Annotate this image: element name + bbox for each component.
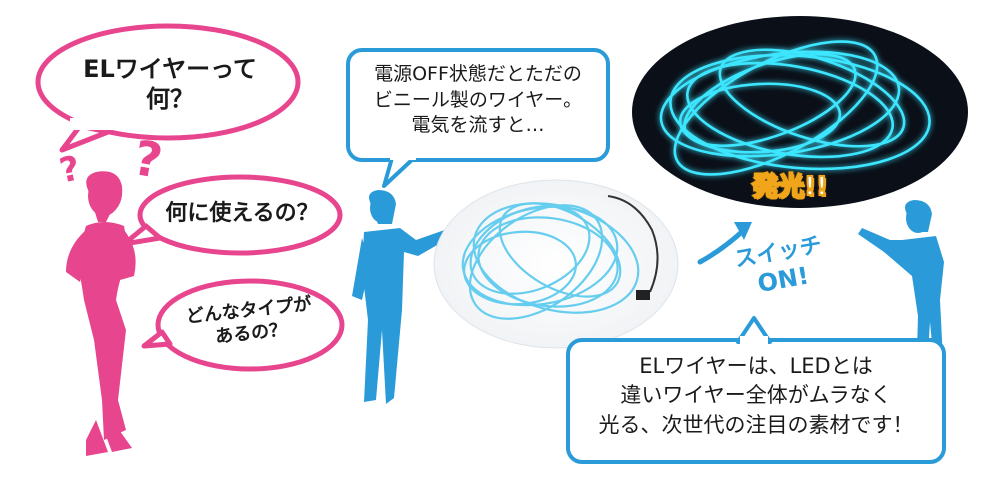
pink-bubble-1-line1: ELワイヤーって — [83, 55, 257, 83]
blue-bubble-info-line1: ELワイヤーは、LEDとは — [639, 354, 873, 378]
blue-bubble-off-line2: ビニール製のワイヤー。 — [373, 88, 583, 111]
wire-glowing-image — [632, 16, 968, 208]
pink-bubble-3 — [141, 278, 345, 372]
blue-bubble-off-line3: 電気を流すと… — [411, 114, 545, 137]
blue-bubble-info-line3: 光る、次世代の注目の素材です！ — [598, 412, 914, 437]
pink-bubble-2 — [121, 174, 343, 256]
pink-woman-silhouette — [66, 171, 136, 456]
blue-bubble-off — [346, 48, 610, 188]
blue-woman-center — [352, 190, 460, 404]
blue-bubble-off-text: 電源OFF状態だとただの ビニール製のワイヤー。 電気を流すと… — [354, 62, 602, 139]
pink-bubble-2-text: 何に使えるの？ — [152, 200, 332, 228]
pink-bubble-1-line2: 何？ — [146, 85, 194, 113]
pink-bubble-1 — [35, 23, 301, 153]
blue-bubble-off-line1: 電源OFF状態だとただの — [374, 63, 582, 85]
switch-arrow — [697, 222, 752, 265]
pink-bubble-2-line1: 何に使えるの？ — [165, 201, 319, 226]
pink-bubble-1-text: ELワイヤーって 何？ — [52, 54, 288, 114]
blue-bubble-info-line2: 違いワイヤー全体がムラなく — [620, 383, 892, 408]
blue-bubble-info — [566, 316, 946, 464]
wire-unlit-image — [433, 179, 679, 349]
blue-bubble-info-text: ELワイヤーは、LEDとは 違いワイヤー全体がムラなく 光る、次世代の注目の素材… — [574, 352, 938, 440]
glow-label: 発光!! — [751, 171, 829, 203]
